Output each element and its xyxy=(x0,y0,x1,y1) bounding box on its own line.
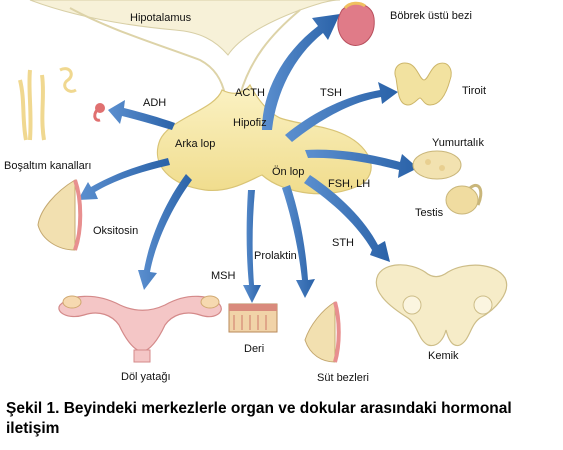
label-prolactin: Prolaktin xyxy=(254,250,297,262)
label-sth: STH xyxy=(332,237,354,249)
label-skin: Deri xyxy=(244,343,265,355)
hypothalamus-shape xyxy=(29,0,341,96)
mammary-gland-illustration xyxy=(304,301,341,363)
pelvis-bone-illustration xyxy=(375,264,508,347)
label-posterior-lobe: Arka lop xyxy=(175,138,216,150)
label-ovary: Yumurtalık xyxy=(432,137,484,149)
label-uterus: Döl yatağı xyxy=(121,371,171,383)
ovary-illustration xyxy=(412,150,462,180)
label-fsh-lh: FSH, LH xyxy=(328,178,371,190)
kidney-tubules-illustration xyxy=(18,67,105,141)
label-oxytocin: Oksitosin xyxy=(93,225,139,237)
breast-left-illustration xyxy=(37,179,83,251)
label-mammary: Süt bezleri xyxy=(317,372,369,384)
arrow-prolactin xyxy=(282,185,315,298)
arrow-fsh-lh xyxy=(305,149,418,178)
label-adrenal: Böbrek üstü bezi xyxy=(390,10,472,22)
pituitary-gland xyxy=(156,83,372,195)
testis-illustration xyxy=(445,183,483,215)
label-adh: ADH xyxy=(143,97,167,109)
label-pituitary: Hipofiz xyxy=(233,117,267,129)
arrow-sth xyxy=(304,175,390,262)
label-acth: ACTH xyxy=(235,87,265,99)
hormone-diagram xyxy=(18,0,508,363)
hormone-arrows xyxy=(78,14,418,303)
label-tsh: TSH xyxy=(320,87,342,99)
label-kidney-tubules: Boşaltım kanalları xyxy=(4,160,92,172)
arrow-msh xyxy=(243,190,261,303)
arrow-oxytocin xyxy=(138,174,192,290)
label-hypothalamus: Hipotalamus xyxy=(130,12,192,24)
arrow-to-left-breast xyxy=(78,158,170,200)
uterus-illustration xyxy=(58,295,222,363)
label-msh: MSH xyxy=(211,270,236,282)
figure-caption: Şekil 1. Beyindeki merkezlerle organ ve … xyxy=(6,400,512,437)
thyroid-illustration xyxy=(394,62,452,106)
arrow-acth xyxy=(262,14,340,130)
label-thyroid: Tiroit xyxy=(462,85,487,97)
arrow-tsh xyxy=(285,82,398,142)
skin-illustration xyxy=(228,303,278,333)
label-testis: Testis xyxy=(415,207,444,219)
arrow-adh xyxy=(108,100,175,130)
adrenal-gland-illustration xyxy=(337,1,375,46)
label-bone: Kemik xyxy=(428,350,459,362)
label-anterior-lobe: Ön lop xyxy=(272,166,305,178)
